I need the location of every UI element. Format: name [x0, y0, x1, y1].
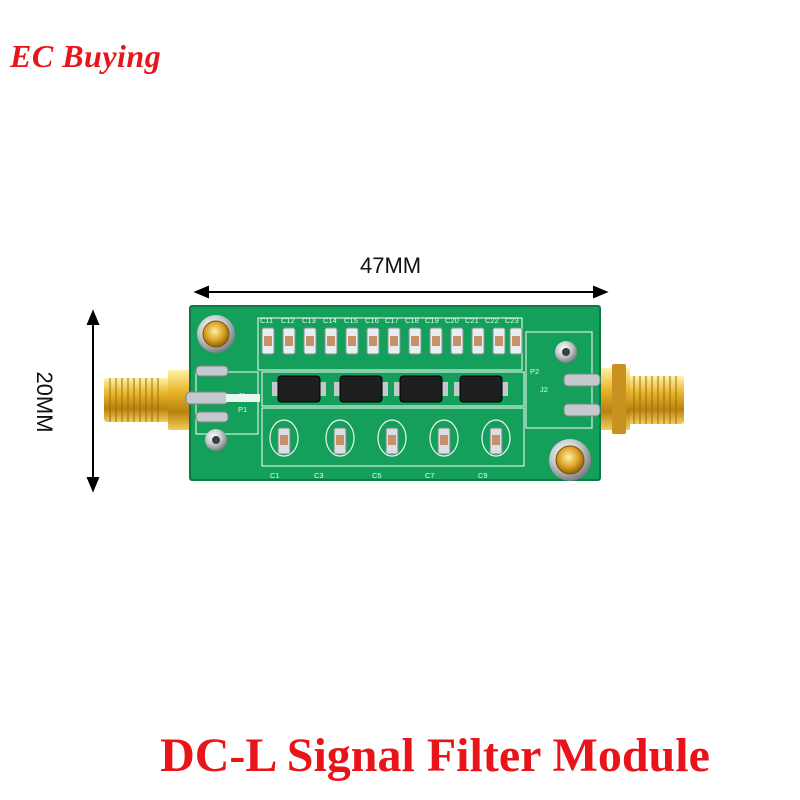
cap-label-c17: C17: [385, 316, 399, 325]
cap-label-c7: C7: [425, 471, 435, 480]
port-label-p2: P2: [530, 367, 539, 376]
mounting-screw-top-left: [197, 315, 235, 353]
port-label-j1: J1: [238, 391, 246, 400]
width-dimension-arrow: [193, 285, 609, 299]
top-capacitor-labels: C11 C12 C13 C14 C15 C16 C17 C18 C19 C20 …: [260, 316, 519, 325]
port-label-p1: P1: [238, 405, 247, 414]
top-capacitor-row: [261, 327, 523, 355]
bottom-capacitor-row: [269, 419, 511, 457]
width-dimension-label: 47MM: [360, 253, 422, 278]
cap-label-c16: C16: [365, 316, 379, 325]
cap-label-c23: C23: [505, 316, 519, 325]
cap-label-c9: C9: [478, 471, 488, 480]
brand-logo: EC Buying: [10, 38, 162, 74]
cap-label-c1: C1: [270, 471, 280, 480]
cap-label-c18: C18: [405, 316, 419, 325]
cap-label-c11: C11: [260, 316, 273, 325]
cap-label-c5: C5: [372, 471, 382, 480]
left-sma-connector: [104, 370, 190, 430]
product-title: DC-L Signal Filter Module: [160, 729, 710, 782]
cap-label-c21: C21: [465, 316, 479, 325]
cap-label-c15: C15: [344, 316, 358, 325]
cap-label-c20: C20: [445, 316, 459, 325]
mounting-hole-pads: [205, 341, 577, 451]
mounting-screw-bottom-right: [549, 439, 591, 481]
height-dimension-arrow: [86, 309, 100, 493]
cap-label-c19: C19: [425, 316, 439, 325]
bottom-capacitor-labels: C1 C3 C5 C7 C9: [270, 471, 488, 480]
cap-label-c22: C22: [485, 316, 499, 325]
cap-label-c12: C12: [281, 316, 295, 325]
signal-traces: [185, 365, 601, 423]
port-label-j2: J2: [540, 385, 548, 394]
cap-label-c14: C14: [323, 316, 337, 325]
right-sma-connector: [598, 364, 684, 434]
cap-label-c13: C13: [302, 316, 316, 325]
smd-inductors: [272, 375, 508, 403]
cap-label-c3: C3: [314, 471, 324, 480]
